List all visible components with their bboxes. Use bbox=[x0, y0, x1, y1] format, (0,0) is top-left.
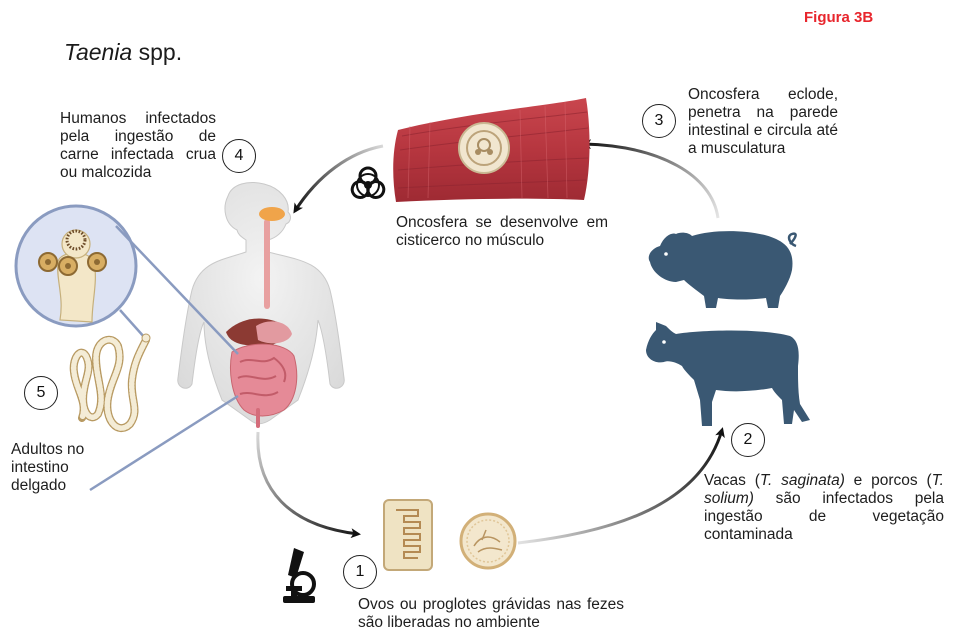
muscle-caption: Oncosfera se desenvolve em cisticerco no… bbox=[396, 214, 608, 250]
step-3-number: 3 bbox=[642, 104, 676, 138]
step-2-text-b: e porcos ( bbox=[845, 472, 932, 489]
pointer-line-intestine bbox=[90, 396, 238, 490]
cycle-arrow-human-to-feces bbox=[258, 432, 358, 534]
microscope-icon bbox=[283, 548, 315, 603]
step-2-number: 2 bbox=[731, 423, 765, 457]
step-5-text: Adultos no intestino delgado bbox=[11, 441, 101, 495]
step-2-species-cow: T. saginata) bbox=[760, 472, 845, 489]
biohazard-icon bbox=[349, 168, 386, 200]
human-body-icon bbox=[178, 183, 344, 427]
step-4-text: Humanos infectados pela ingestão de carn… bbox=[60, 110, 216, 182]
step-2-text-a: Vacas ( bbox=[704, 472, 760, 489]
proglottid-icon bbox=[384, 500, 432, 570]
egg-icon bbox=[461, 514, 515, 568]
step-4-number: 4 bbox=[222, 139, 256, 173]
step-1-text: Ovos ou proglotes grávidas nas fezes são… bbox=[358, 596, 624, 632]
cycle-arrow-feces-to-animals bbox=[518, 430, 722, 543]
cycle-arrow-muscle-to-human bbox=[295, 146, 383, 211]
cow-icon bbox=[646, 322, 810, 426]
pig-icon bbox=[649, 231, 796, 308]
step-3-text: Oncosfera eclode, penetra na parede inte… bbox=[688, 86, 838, 158]
step-1-number: 1 bbox=[343, 555, 377, 589]
scolex-icon bbox=[16, 206, 136, 326]
muscle-icon bbox=[393, 98, 589, 202]
step-5-number: 5 bbox=[24, 376, 58, 410]
step-2-text: Vacas (T. saginata) e porcos (T. solium)… bbox=[704, 472, 944, 544]
tapeworm-icon bbox=[74, 334, 150, 428]
pointer-line-scolex-lower bbox=[120, 310, 145, 338]
